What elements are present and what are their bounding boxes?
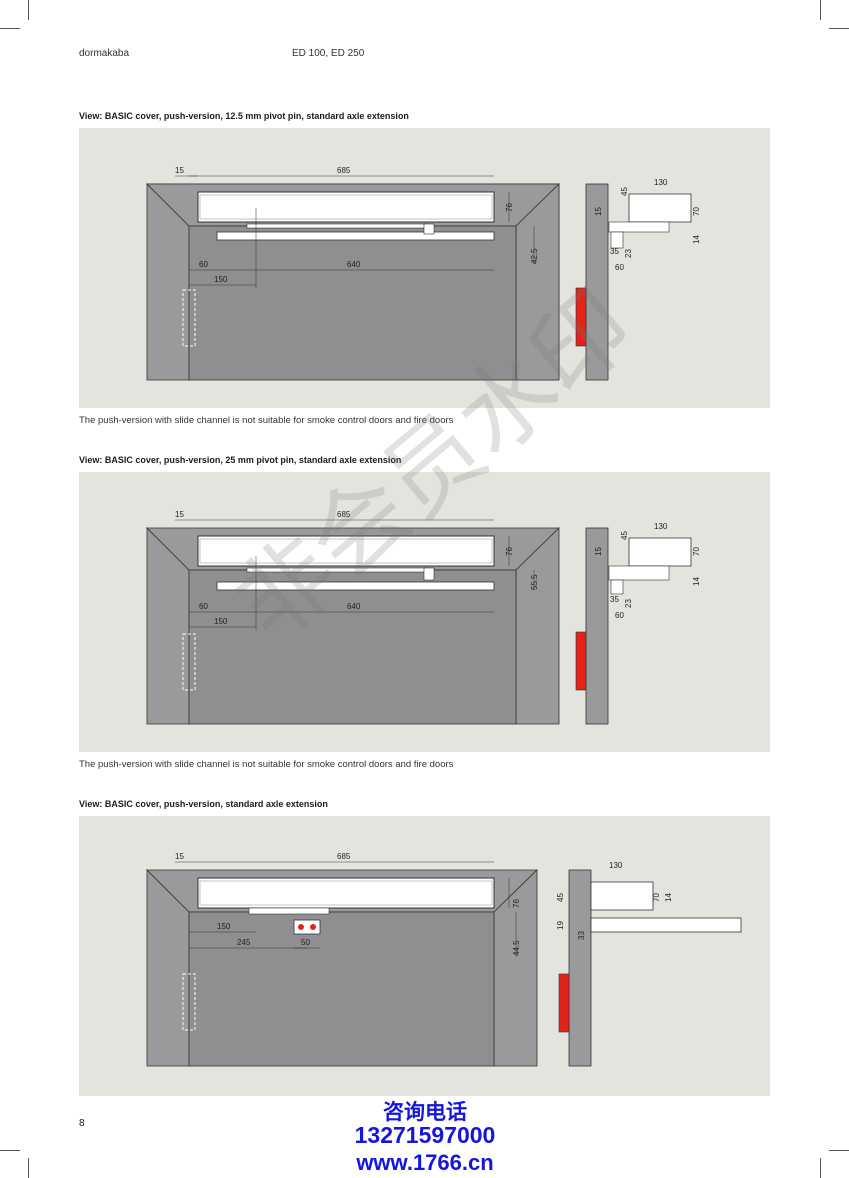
side-dim-14: 14: [692, 235, 701, 244]
side-dim-15: 15: [594, 207, 603, 216]
dim-685: 685: [337, 166, 351, 175]
side-dim-130: 130: [654, 522, 668, 531]
dim-640: 640: [347, 260, 361, 269]
side-dim-23: 23: [624, 599, 633, 608]
side-dim-35: 35: [610, 247, 619, 256]
view-1-caption: View: BASIC cover, push-version, 12.5 mm…: [79, 111, 409, 121]
crop-mark: [820, 0, 821, 20]
crop-mark: [28, 0, 29, 20]
side-dim-60: 60: [615, 263, 624, 272]
dim-vertical: 44.5: [512, 940, 521, 956]
side-dim-19: 19: [556, 921, 565, 930]
view-2-drawing: 15 685 76 55.5 60 640 150 130 45 15 70 1…: [79, 472, 770, 752]
dim-15: 15: [175, 852, 184, 861]
side-dim-130: 130: [654, 178, 668, 187]
promo-phone-number: 13271597000: [354, 1122, 496, 1148]
dim-150: 150: [214, 617, 228, 626]
side-dim-14: 14: [664, 893, 673, 902]
header-brand: dormakaba: [79, 48, 130, 59]
dim-60: 60: [199, 260, 208, 269]
dim-150: 150: [217, 922, 231, 931]
view-3-drawing: 15 685 76 44.5 150 245 50 130 45 19 70 1…: [79, 816, 770, 1096]
side-dim-45: 45: [620, 531, 629, 540]
dim-50: 50: [301, 938, 310, 947]
crop-mark: [0, 1150, 20, 1151]
dim-vertical: 42.5: [530, 248, 539, 264]
side-dim-35: 35: [610, 595, 619, 604]
side-dim-33: 33: [577, 931, 586, 940]
dim-150: 150: [214, 275, 228, 284]
dim-76: 76: [505, 547, 514, 556]
dim-640: 640: [347, 602, 361, 611]
side-dim-130: 130: [609, 861, 623, 870]
dim-vertical: 55.5: [530, 574, 539, 590]
view-2-caption: View: BASIC cover, push-version, 25 mm p…: [79, 455, 402, 465]
view-1-drawing: 15 685 76 42.5 60 640 150 130 45 15 70 1…: [79, 128, 770, 408]
crop-mark: [820, 1158, 821, 1178]
view-2-note: The push-version with slide channel is n…: [79, 759, 454, 770]
page-number: 8: [79, 1118, 85, 1129]
dim-685: 685: [337, 852, 351, 861]
side-dim-70: 70: [652, 893, 661, 902]
header-product: ED 100, ED 250: [292, 48, 365, 59]
promo-website: www.1766.cn: [356, 1150, 494, 1175]
side-dim-60: 60: [615, 611, 624, 620]
view-3-caption: View: BASIC cover, push-version, standar…: [79, 799, 328, 809]
side-dim-45: 45: [620, 187, 629, 196]
side-dim-23: 23: [624, 249, 633, 258]
dim-15: 15: [175, 166, 184, 175]
dim-245: 245: [237, 938, 251, 947]
crop-mark: [0, 28, 20, 29]
side-dim-14: 14: [692, 577, 701, 586]
side-dim-70: 70: [692, 547, 701, 556]
side-dim-70: 70: [692, 207, 701, 216]
dim-685: 685: [337, 510, 351, 519]
promo-phone-label: 咨询电话: [383, 1101, 467, 1124]
crop-mark: [829, 28, 849, 29]
view-1-note: The push-version with slide channel is n…: [79, 415, 454, 426]
dim-76: 76: [505, 203, 514, 212]
dim-76: 76: [512, 899, 521, 908]
dim-15: 15: [175, 510, 184, 519]
side-dim-45: 45: [556, 893, 565, 902]
side-dim-15: 15: [594, 547, 603, 556]
crop-mark: [829, 1150, 849, 1151]
crop-mark: [28, 1158, 29, 1178]
dim-60: 60: [199, 602, 208, 611]
